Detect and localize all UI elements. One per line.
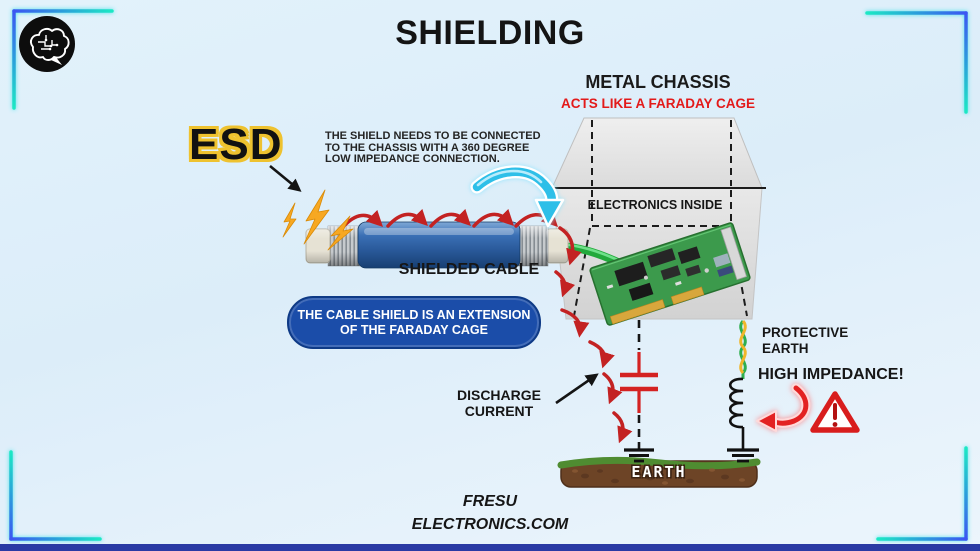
faraday-cage-sublabel: ACTS LIKE A FARADAY CAGE xyxy=(560,96,756,111)
badge-line: THE CABLE SHIELD IS AN EXTENSION xyxy=(297,307,531,322)
discharge-current-arrow-icon xyxy=(555,373,599,405)
high-impedance-label: HIGH IMPEDANCE! xyxy=(758,366,904,383)
brand-domain: ELECTRONICS.COM xyxy=(411,516,569,533)
protective-earth-label: PROTECTIVE EARTH xyxy=(762,325,848,356)
brand-name: FRESU xyxy=(462,493,518,510)
brain-circuit-logo-icon xyxy=(19,16,75,72)
electronics-inside-label: ELECTRONICS INSIDE xyxy=(587,198,723,212)
ground-symbol-right xyxy=(727,448,759,463)
shielded-cable-label: SHIELDED CABLE xyxy=(398,261,540,278)
note-line: LOW IMPEDANCE CONNECTION. xyxy=(325,153,500,165)
badge-line: OF THE FARADAY CAGE xyxy=(340,322,488,337)
lightning-bolts-icon xyxy=(282,189,354,251)
cable-shield-extension-badge: THE CABLE SHIELD IS AN EXTENSION OF THE … xyxy=(287,296,541,349)
inductor-symbol xyxy=(728,377,745,450)
discharge-arrows xyxy=(554,226,633,444)
protective-line: PROTECTIVE xyxy=(762,325,849,340)
corner-neon-bottom-right xyxy=(876,446,968,541)
metal-chassis-label: METAL CHASSIS xyxy=(585,72,731,92)
shield-connection-note: THE SHIELD NEEDS TO BE CONNECTED TO THE … xyxy=(325,130,541,166)
corner-neon-bottom-left xyxy=(9,450,102,541)
chassis-labels: METAL CHASSIS ACTS LIKE A FARADAY CAGE xyxy=(548,72,768,111)
pcb-graphic xyxy=(589,222,751,326)
discharge-line: CURRENT xyxy=(464,403,534,419)
earth-mound-graphic xyxy=(557,456,761,488)
note-line: THE SHIELD NEEDS TO BE CONNECTED xyxy=(325,130,541,142)
shielded-cable-graphic xyxy=(305,221,569,269)
corner-neon-top-right xyxy=(865,11,968,114)
high-impedance-arrow-icon xyxy=(756,383,811,432)
warning-triangle-icon xyxy=(810,391,860,433)
capacitor-symbol xyxy=(620,320,658,450)
esd-arrow-icon xyxy=(269,164,302,192)
discharge-line: DISCHARGE xyxy=(456,387,541,403)
earth-label: EARTH xyxy=(631,463,687,481)
page-title: SHIELDING xyxy=(395,14,585,52)
ground-symbol-left xyxy=(624,448,654,463)
protective-earth-wire xyxy=(739,320,747,379)
cyan-connection-arrow-icon xyxy=(470,165,565,228)
esd-label: ESD xyxy=(189,120,283,169)
note-line: TO THE CHASSIS WITH A 360 DEGREE xyxy=(325,141,530,154)
protective-line: EARTH xyxy=(762,340,809,356)
discharge-current-label: DISCHARGE CURRENT xyxy=(444,387,554,419)
corner-neon-top-left xyxy=(12,9,114,110)
bottom-accent-bar xyxy=(0,544,980,551)
